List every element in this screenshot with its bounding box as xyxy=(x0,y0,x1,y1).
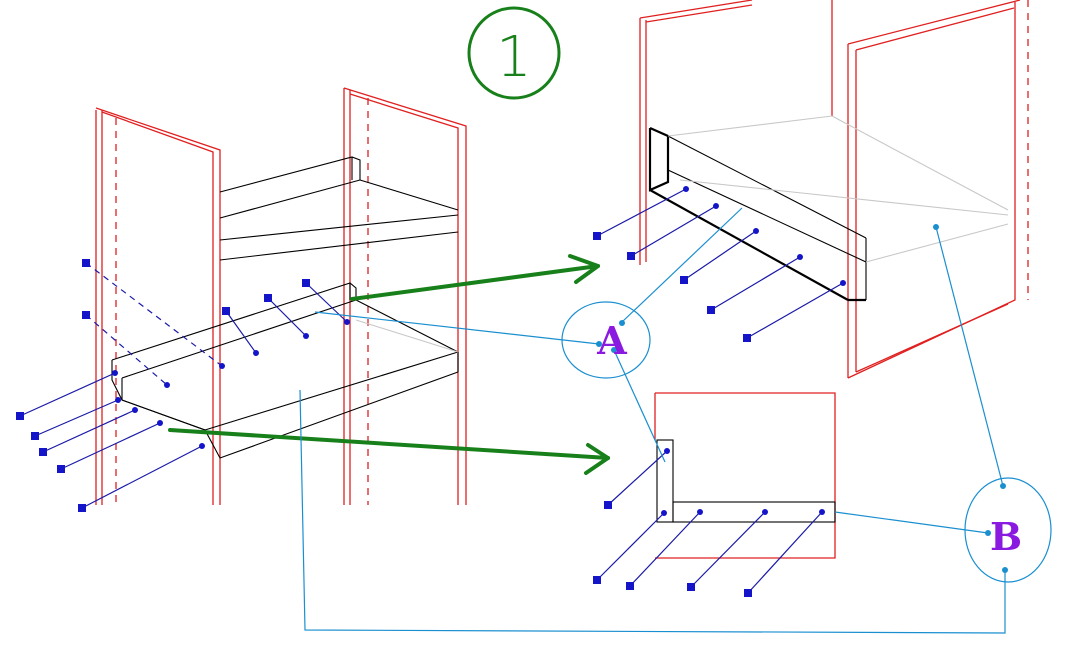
step-number-badge: 1 xyxy=(467,6,561,100)
upper-shelf xyxy=(219,156,459,261)
callout-b-label: B xyxy=(990,514,1022,559)
callout-a-label: A xyxy=(596,318,627,363)
detail-a-screw-leaders xyxy=(593,186,846,342)
detail-view-section xyxy=(593,392,836,597)
section-parts xyxy=(656,439,836,523)
left-upright-frame xyxy=(95,107,221,505)
step-number-text: 1 xyxy=(496,25,532,90)
callout-b: B xyxy=(299,224,1052,634)
lower-tray xyxy=(111,282,459,459)
arrow-to-detail-a xyxy=(350,254,600,301)
left-assembly-view xyxy=(16,87,467,512)
detail-a-tray xyxy=(648,115,1009,302)
callout-a: A xyxy=(314,207,743,463)
right-upright-frame xyxy=(343,87,467,505)
section-frame xyxy=(654,392,836,559)
detail-view-a xyxy=(593,0,1029,379)
arrow-to-section-detail xyxy=(168,428,610,475)
section-screw-leaders xyxy=(593,448,825,597)
left-screw-markers xyxy=(16,259,350,512)
detail-a-frame xyxy=(639,0,1029,379)
left-screw-leaders xyxy=(19,262,348,509)
